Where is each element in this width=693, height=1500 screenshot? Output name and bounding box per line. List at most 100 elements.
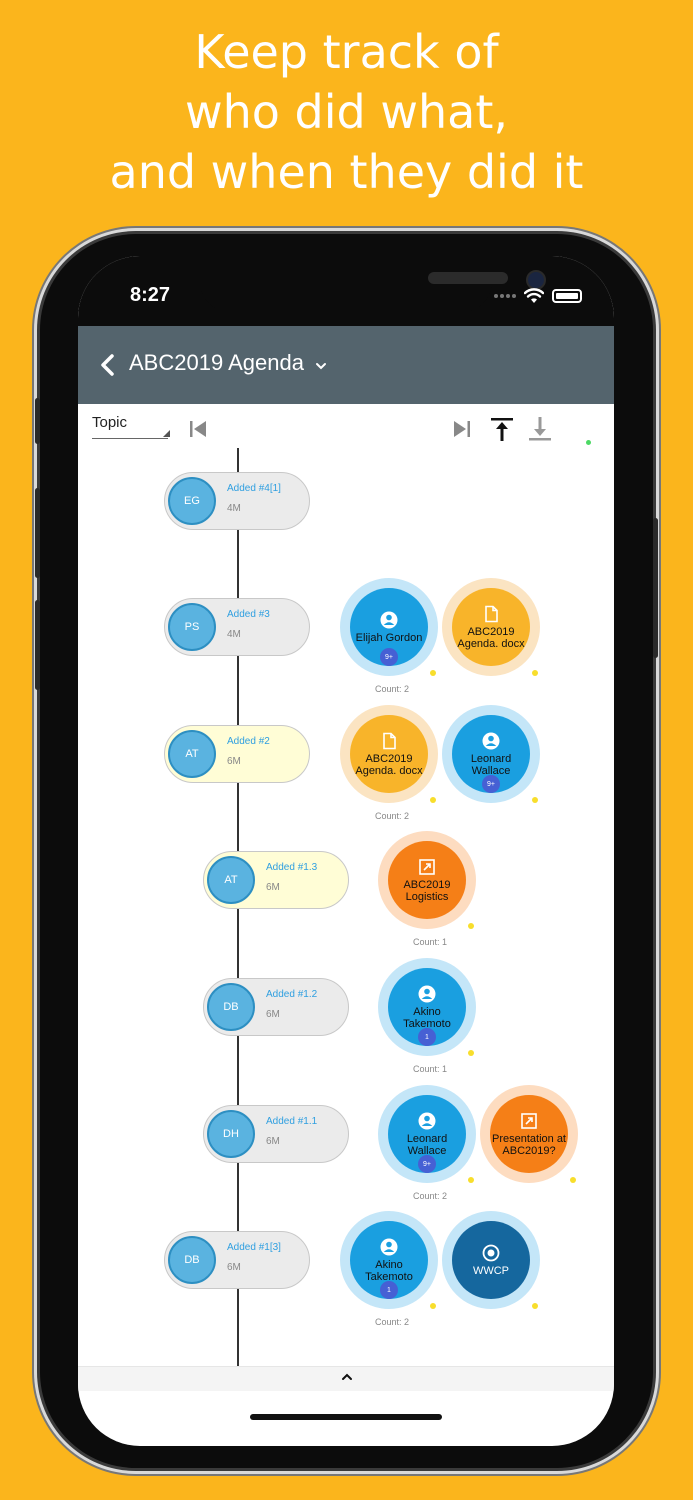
activity-time: 6M	[266, 1009, 280, 1020]
node-core: WWCP	[452, 1221, 530, 1299]
person-icon	[380, 611, 398, 628]
status-dot	[532, 670, 538, 676]
person-icon	[418, 1112, 436, 1129]
person-icon	[482, 732, 500, 749]
avatar: DH	[207, 1110, 255, 1158]
node-core: Akino Takemoto	[388, 968, 466, 1046]
signal-icon	[494, 294, 516, 298]
skip-first-icon[interactable]	[186, 416, 210, 442]
status-bar: 8:27	[78, 256, 614, 326]
status-dot	[468, 1177, 474, 1183]
activity-title: Added #3	[227, 609, 270, 620]
count-badge: 1	[418, 1028, 436, 1046]
headline-line-3: and when they did it	[109, 145, 584, 199]
activity-time: 6M	[266, 882, 280, 893]
headline: Keep track of who did what, and when the…	[0, 22, 693, 202]
status-icons	[494, 288, 582, 304]
back-button[interactable]	[92, 348, 122, 382]
chevron-up-icon[interactable]	[341, 1372, 353, 1382]
skip-last-icon[interactable]	[450, 416, 474, 442]
node-label: Leonard Wallace	[470, 752, 512, 777]
avatar: EG	[168, 477, 216, 525]
node-label: Akino Takemoto	[365, 1258, 413, 1283]
activity-time: 4M	[227, 503, 241, 514]
node-count: Count: 2	[413, 1191, 448, 1201]
node-link[interactable]: ABC2019 Logistics	[378, 831, 476, 929]
node-label: ABC2019 Agenda. docx	[457, 625, 525, 650]
activity-title: Added #4[1]	[227, 483, 281, 494]
home-indicator[interactable]	[250, 1414, 442, 1420]
status-dot	[570, 1177, 576, 1183]
status-time: 8:27	[130, 284, 171, 306]
node-doc[interactable]: ABC2019 Agenda. docx	[340, 705, 438, 803]
activity-pill[interactable]: DB Added #1[3] 6M	[164, 1231, 310, 1289]
node-core: Presentation at ABC2019?	[490, 1095, 568, 1173]
target-icon	[482, 1244, 500, 1261]
activity-title: Added #2	[227, 736, 270, 747]
topic-dropdown[interactable]: Topic	[92, 414, 170, 439]
bottom-bar	[78, 1366, 614, 1391]
node-count: Count: 1	[413, 1064, 448, 1074]
app-bar: ABC2019 Agenda	[78, 326, 614, 404]
battery-icon	[552, 289, 582, 303]
online-indicator	[586, 440, 591, 445]
count-badge: 9+	[418, 1155, 436, 1173]
activity-time: 6M	[227, 756, 241, 767]
activity-time: 6M	[227, 1262, 241, 1273]
node-core: ABC2019 Agenda. docx	[350, 715, 428, 793]
node-label: Akino Takemoto	[403, 1005, 451, 1030]
page-title[interactable]: ABC2019 Agenda	[129, 350, 304, 375]
headline-line-2: who did what,	[185, 85, 508, 139]
topic-label: Topic	[92, 414, 128, 431]
avatar: AT	[168, 730, 216, 778]
activity-pill[interactable]: DH Added #1.1 6M	[203, 1105, 349, 1163]
node-label: WWCP	[472, 1264, 510, 1277]
status-dot	[532, 1303, 538, 1309]
volume-down-button	[35, 600, 40, 690]
scroll-top-icon[interactable]	[490, 416, 514, 442]
chevron-down-icon[interactable]	[314, 360, 328, 372]
toolbar: Topic	[78, 404, 614, 454]
status-dot	[532, 797, 538, 803]
activity-title: Added #1[3]	[227, 1242, 281, 1253]
node-label: ABC2019 Logistics	[403, 878, 451, 903]
scroll-bottom-icon[interactable]	[528, 416, 552, 442]
node-link[interactable]: Presentation at ABC2019?	[480, 1085, 578, 1183]
external-link-icon	[521, 1112, 537, 1129]
node-label: ABC2019 Agenda. docx	[355, 752, 423, 777]
status-dot	[430, 1303, 436, 1309]
activity-pill[interactable]: PS Added #3 4M	[164, 598, 310, 656]
activity-title: Added #1.1	[266, 1116, 318, 1127]
front-camera	[526, 270, 546, 290]
avatar: DB	[207, 983, 255, 1031]
speaker-grille	[428, 272, 508, 284]
node-label: Elijah Gordon	[355, 631, 423, 644]
node-count: Count: 2	[375, 1317, 410, 1327]
avatar: PS	[168, 603, 216, 651]
phone-screen: 8:27 ABC2019 Agenda Topic	[78, 256, 614, 1446]
node-core: ABC2019 Agenda. docx	[452, 588, 530, 666]
activity-time: 4M	[227, 629, 241, 640]
dropdown-arrow-icon	[163, 430, 170, 437]
person-icon	[418, 985, 436, 1002]
avatar: DB	[168, 1236, 216, 1284]
status-dot	[430, 797, 436, 803]
node-count: Count: 2	[375, 811, 410, 821]
activity-pill[interactable]: EG Added #4[1] 4M	[164, 472, 310, 530]
count-badge: 9+	[482, 775, 500, 793]
status-dot	[468, 1050, 474, 1056]
power-button	[653, 518, 658, 658]
activity-pill[interactable]: AT Added #2 6M	[164, 725, 310, 783]
node-core: ABC2019 Logistics	[388, 841, 466, 919]
notch	[200, 256, 546, 312]
activity-time: 6M	[266, 1136, 280, 1147]
node-doc[interactable]: ABC2019 Agenda. docx	[442, 578, 540, 676]
node-group[interactable]: WWCP	[442, 1211, 540, 1309]
